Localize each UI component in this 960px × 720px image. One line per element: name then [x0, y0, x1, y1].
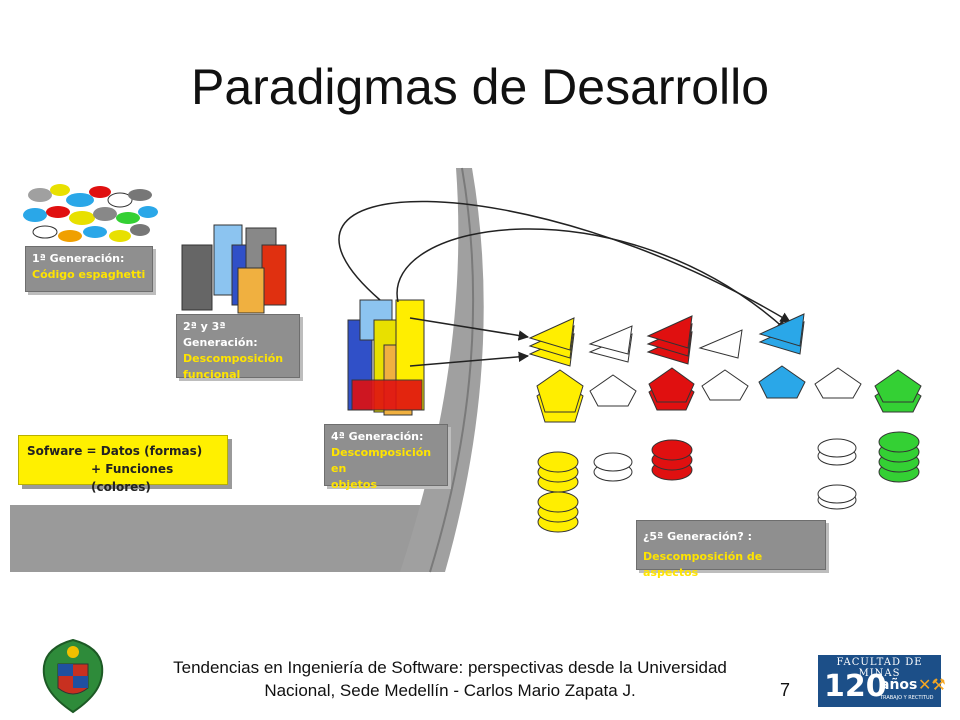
disc-stack-red — [651, 439, 693, 481]
gen5-panel: ¿5ª Generación? : Descomposición de aspe… — [636, 520, 826, 579]
spaghetti-shapes-cluster — [23, 184, 158, 242]
gen5-body: Descomposición de aspectos — [643, 550, 763, 579]
gen23-panel: 2ª y 3ª Generación: Descomposición funci… — [176, 314, 300, 381]
page-number: 7 — [780, 680, 791, 700]
university-crest-icon — [42, 638, 104, 714]
triangle-blue — [758, 313, 805, 355]
disc-stack-yellow — [537, 451, 579, 533]
triangle-yellow — [528, 317, 575, 367]
gen1-panel: 1ª Generación: Código espaghetti — [25, 246, 153, 292]
logo-faculty-text: FACULTAD DE MINAS — [836, 657, 923, 679]
gen4-panel: 4ª Generación: Descomposición en objetos — [324, 424, 448, 491]
slide-title: Paradigmas de Desarrollo — [190, 59, 770, 115]
gen23-body-line1: Descomposición — [183, 352, 284, 365]
pentagon-yellow — [536, 369, 584, 423]
pentagon-white-3 — [814, 367, 862, 399]
gen23-heading: 2ª y 3ª Generación: — [183, 320, 258, 349]
footer-line1: Tendencias en Ingeniería de Software: pe… — [173, 658, 727, 677]
triangle-white-1 — [588, 325, 633, 363]
disc-stack-green — [878, 431, 920, 483]
formula-line1: Sofware = Datos (formas) — [27, 444, 203, 458]
gen1-body: Código espaghetti — [32, 268, 146, 281]
functional-stacks — [181, 224, 287, 314]
object-stacks — [347, 299, 425, 416]
formula-line2: + Funciones (colores) — [91, 462, 174, 494]
gen23-body-line2: funcional — [183, 368, 241, 381]
background-block — [10, 505, 455, 572]
disc-stack-white-1 — [593, 452, 633, 482]
triangle-white-2 — [698, 329, 743, 359]
pentagon-blue — [758, 365, 806, 399]
footer-line2: Nacional, Sede Medellín - Carlos Mario Z… — [264, 681, 636, 700]
logo-number: 120 — [824, 669, 887, 704]
software-formula: Sofware = Datos (formas) + Funciones (co… — [18, 435, 228, 494]
gen4-body-line1: Descomposición en — [331, 446, 432, 475]
pentagon-white-1 — [589, 374, 637, 407]
pentagon-red — [648, 367, 695, 411]
gen5-heading: ¿5ª Generación? : — [643, 530, 752, 543]
gen4-heading: 4ª Generación: — [331, 430, 424, 443]
pentagon-white-2 — [701, 369, 749, 401]
gen1-heading: 1ª Generación: — [32, 252, 125, 265]
gen4-body-line2: objetos — [331, 478, 378, 491]
logo-tools-icon: ✕⚒ — [918, 677, 946, 694]
pentagon-green — [874, 369, 922, 413]
logo-suffix: años — [880, 677, 918, 693]
curved-divider — [400, 168, 484, 572]
slide-footer: Tendencias en Ingeniería de Software: pe… — [130, 656, 770, 702]
triangle-red — [646, 315, 693, 365]
logo-motto: TRABAJO Y RECTITUD — [880, 695, 934, 701]
disc-stack-white-2 — [817, 438, 857, 510]
faculty-logo-icon: FACULTAD DE MINAS 120 años TRABAJO Y REC… — [818, 655, 946, 707]
